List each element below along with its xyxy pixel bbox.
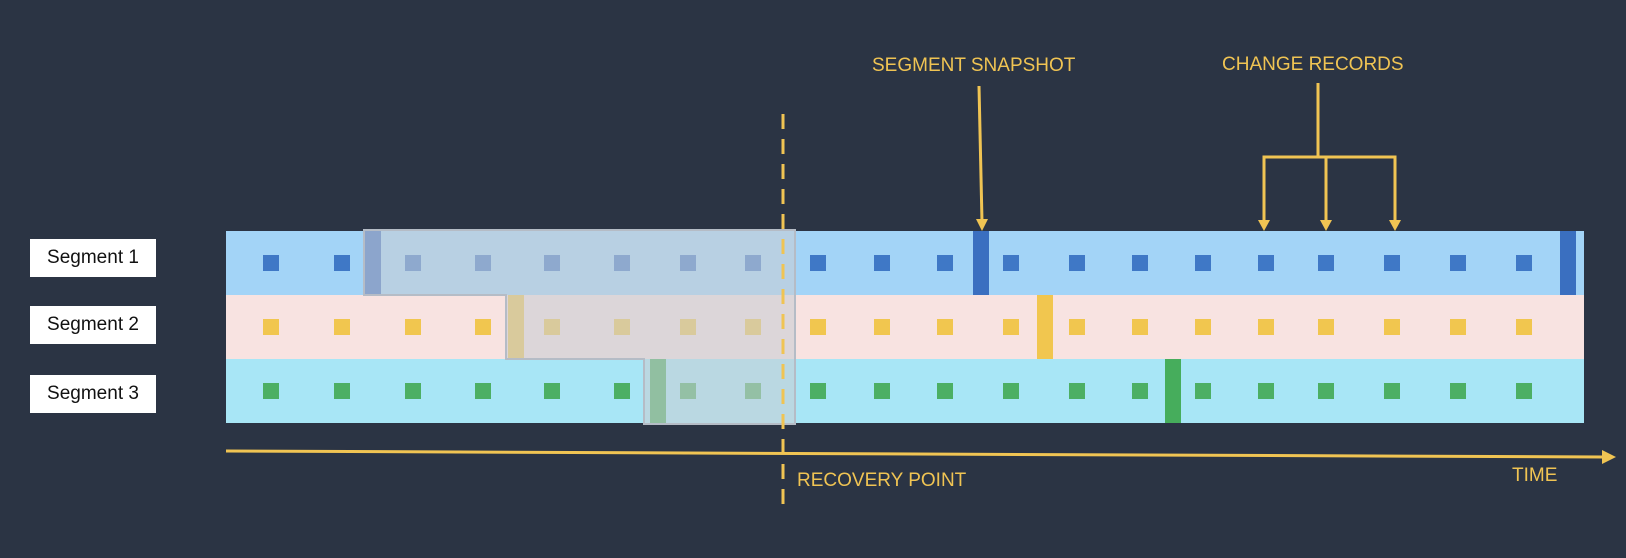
segment-snapshot [973,231,989,295]
change-record [1516,319,1532,335]
segment-snapshot [1560,231,1576,295]
change-record [1258,255,1274,271]
change-records-arrowhead [1320,220,1332,231]
segment-snapshot [1037,295,1053,359]
segment-3-band [226,359,1584,423]
change-record [1003,383,1019,399]
segment-1-label: Segment 1 [30,239,156,277]
change-record [544,383,560,399]
segment-2-band [226,295,1584,359]
change-record [334,319,350,335]
change-record [1516,255,1532,271]
change-record [475,319,491,335]
change-record [334,383,350,399]
recovery-point-label: RECOVERY POINT [797,470,967,491]
change-record [1258,383,1274,399]
change-record [1450,319,1466,335]
change-record [874,255,890,271]
change-record [1384,383,1400,399]
change-record [1318,383,1334,399]
change-record [1003,319,1019,335]
change-record [1132,383,1148,399]
change-record [263,383,279,399]
change-record [810,255,826,271]
change-record [1069,255,1085,271]
change-record [1195,319,1211,335]
change-record [1003,255,1019,271]
change-record [1069,383,1085,399]
change-record [1195,255,1211,271]
change-record [1318,319,1334,335]
segment-snapshot-arrow [977,85,984,223]
change-record [405,319,421,335]
time-arrowhead [1602,450,1616,464]
change-record [1069,319,1085,335]
segment-snapshot-label: SEGMENT SNAPSHOT [872,55,1076,76]
change-record [263,319,279,335]
segment-2-label: Segment 2 [30,306,156,344]
change-record [1516,383,1532,399]
change-record [614,383,630,399]
change-record [937,255,953,271]
segment-snapshot-arrowhead [976,219,988,231]
change-record [1450,255,1466,271]
change-record [937,383,953,399]
segment-snapshot [1165,359,1181,423]
change-records-label: CHANGE RECORDS [1222,54,1404,75]
change-record [874,319,890,335]
change-record [937,319,953,335]
change-record [810,383,826,399]
change-record [1195,383,1211,399]
change-record [1132,319,1148,335]
change-record [874,383,890,399]
change-record [263,255,279,271]
recovery-window-overlay [363,229,796,425]
change-record [405,383,421,399]
change-records-arrowhead [1389,220,1401,231]
change-record [810,319,826,335]
change-record [1318,255,1334,271]
change-record [1450,383,1466,399]
change-record [1132,255,1148,271]
change-record [1258,319,1274,335]
segment-3-label: Segment 3 [30,375,156,413]
change-records-arrowhead [1258,220,1270,231]
change-record [334,255,350,271]
time-label: TIME [1512,465,1558,486]
change-record [1384,255,1400,271]
change-record [1384,319,1400,335]
time-axis [225,449,1605,459]
change-records-bracket [1262,83,1397,222]
change-record [475,383,491,399]
